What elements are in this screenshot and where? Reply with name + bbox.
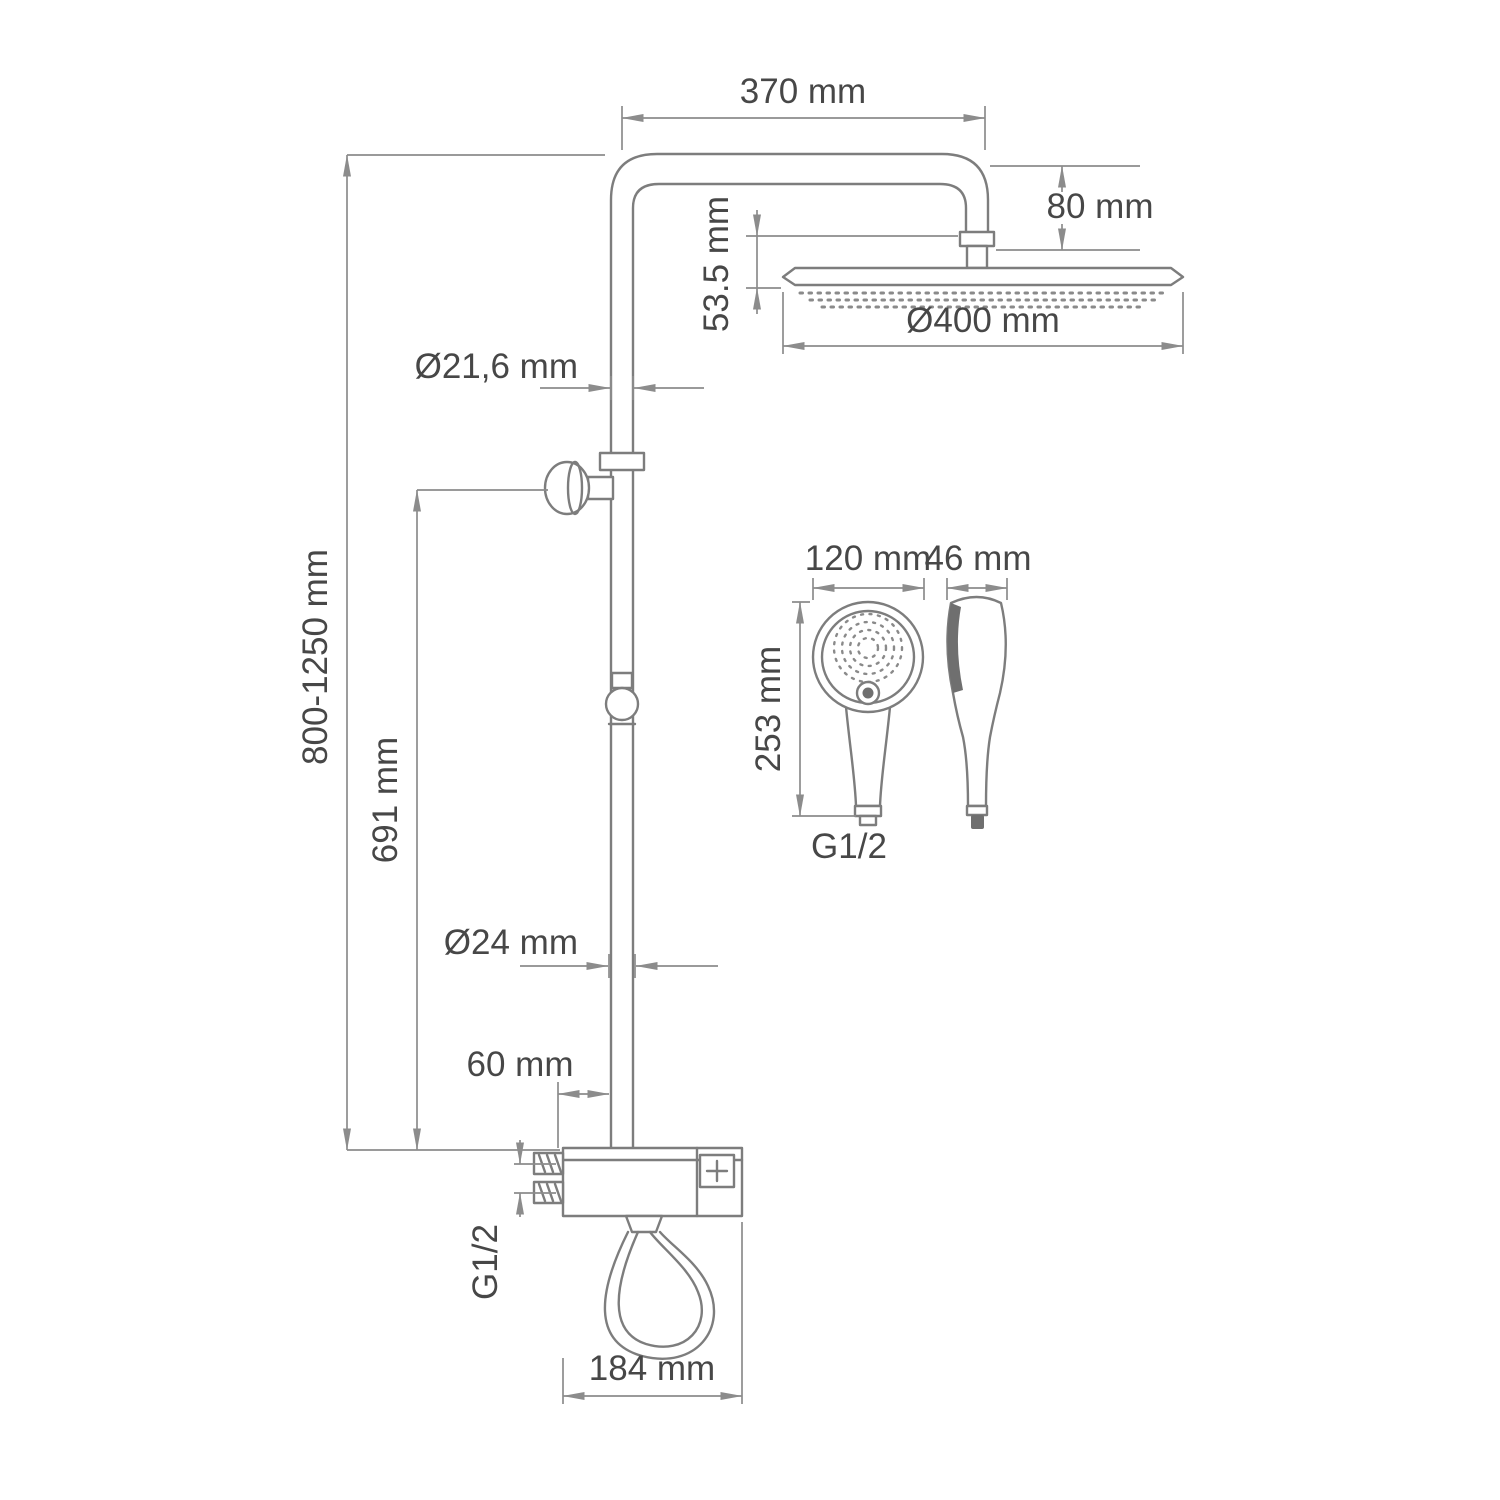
dim-lower-section-height: 691 mm bbox=[366, 489, 548, 1151]
dim-handshower-width: 120 mm bbox=[805, 539, 931, 600]
hand-shower-side-view bbox=[946, 595, 1007, 829]
dim-label-arm-length: 370 mm bbox=[740, 72, 866, 111]
dim-label-handshower-depth: 46 mm bbox=[925, 539, 1032, 578]
dim-mixer-pipe-offset: 60 mm bbox=[467, 1045, 610, 1148]
dim-label-mixer-pipe-offset: 60 mm bbox=[467, 1045, 574, 1084]
dim-label-handshower-length: 253 mm bbox=[749, 646, 788, 772]
dim-head-thickness: 53.5 mm bbox=[697, 196, 958, 332]
dim-label-lower-pipe-diameter: Ø24 mm bbox=[444, 923, 578, 962]
thermostatic-mixer bbox=[532, 1146, 744, 1234]
dim-mixer-thread: G1/2 bbox=[466, 1140, 556, 1300]
dim-label-head-thickness: 53.5 mm bbox=[697, 196, 736, 332]
dim-label-head-drop: 80 mm bbox=[1047, 187, 1154, 226]
dim-head-drop: 80 mm bbox=[990, 165, 1154, 251]
dim-mixer-width: 184 mm bbox=[562, 1222, 743, 1404]
dim-arm-length: 370 mm bbox=[621, 72, 986, 150]
shower-hose bbox=[603, 1230, 716, 1360]
overhead-shower-head bbox=[781, 266, 1185, 309]
dim-label-handshower-thread: G1/2 bbox=[811, 827, 887, 866]
dim-label-lower-section-height: 691 mm bbox=[366, 737, 405, 863]
dim-overall-height: 800-1250 mm bbox=[296, 154, 605, 1151]
diverter-knob bbox=[604, 671, 640, 722]
dim-handshower-depth: 46 mm bbox=[925, 539, 1032, 600]
riser-pipe-and-arm bbox=[607, 152, 990, 1150]
overhead-connector bbox=[958, 230, 996, 270]
dim-label-upper-pipe-diameter: Ø21,6 mm bbox=[415, 347, 578, 386]
dim-lower-pipe-diameter: Ø24 mm bbox=[444, 923, 718, 978]
dim-head-diameter: Ø400 mm bbox=[782, 292, 1184, 354]
dim-upper-pipe-diameter: Ø21,6 mm bbox=[415, 347, 704, 400]
hand-shower-front-view bbox=[811, 600, 925, 827]
dim-handshower-length: 253 mm bbox=[749, 601, 856, 817]
dim-label-mixer-thread: G1/2 bbox=[466, 1224, 505, 1300]
slider-holder bbox=[543, 451, 646, 516]
dim-label-handshower-width: 120 mm bbox=[805, 539, 931, 578]
dim-label-head-diameter: Ø400 mm bbox=[906, 301, 1060, 340]
dim-label-overall-height: 800-1250 mm bbox=[296, 549, 335, 765]
dim-label-mixer-width: 184 mm bbox=[589, 1349, 715, 1388]
